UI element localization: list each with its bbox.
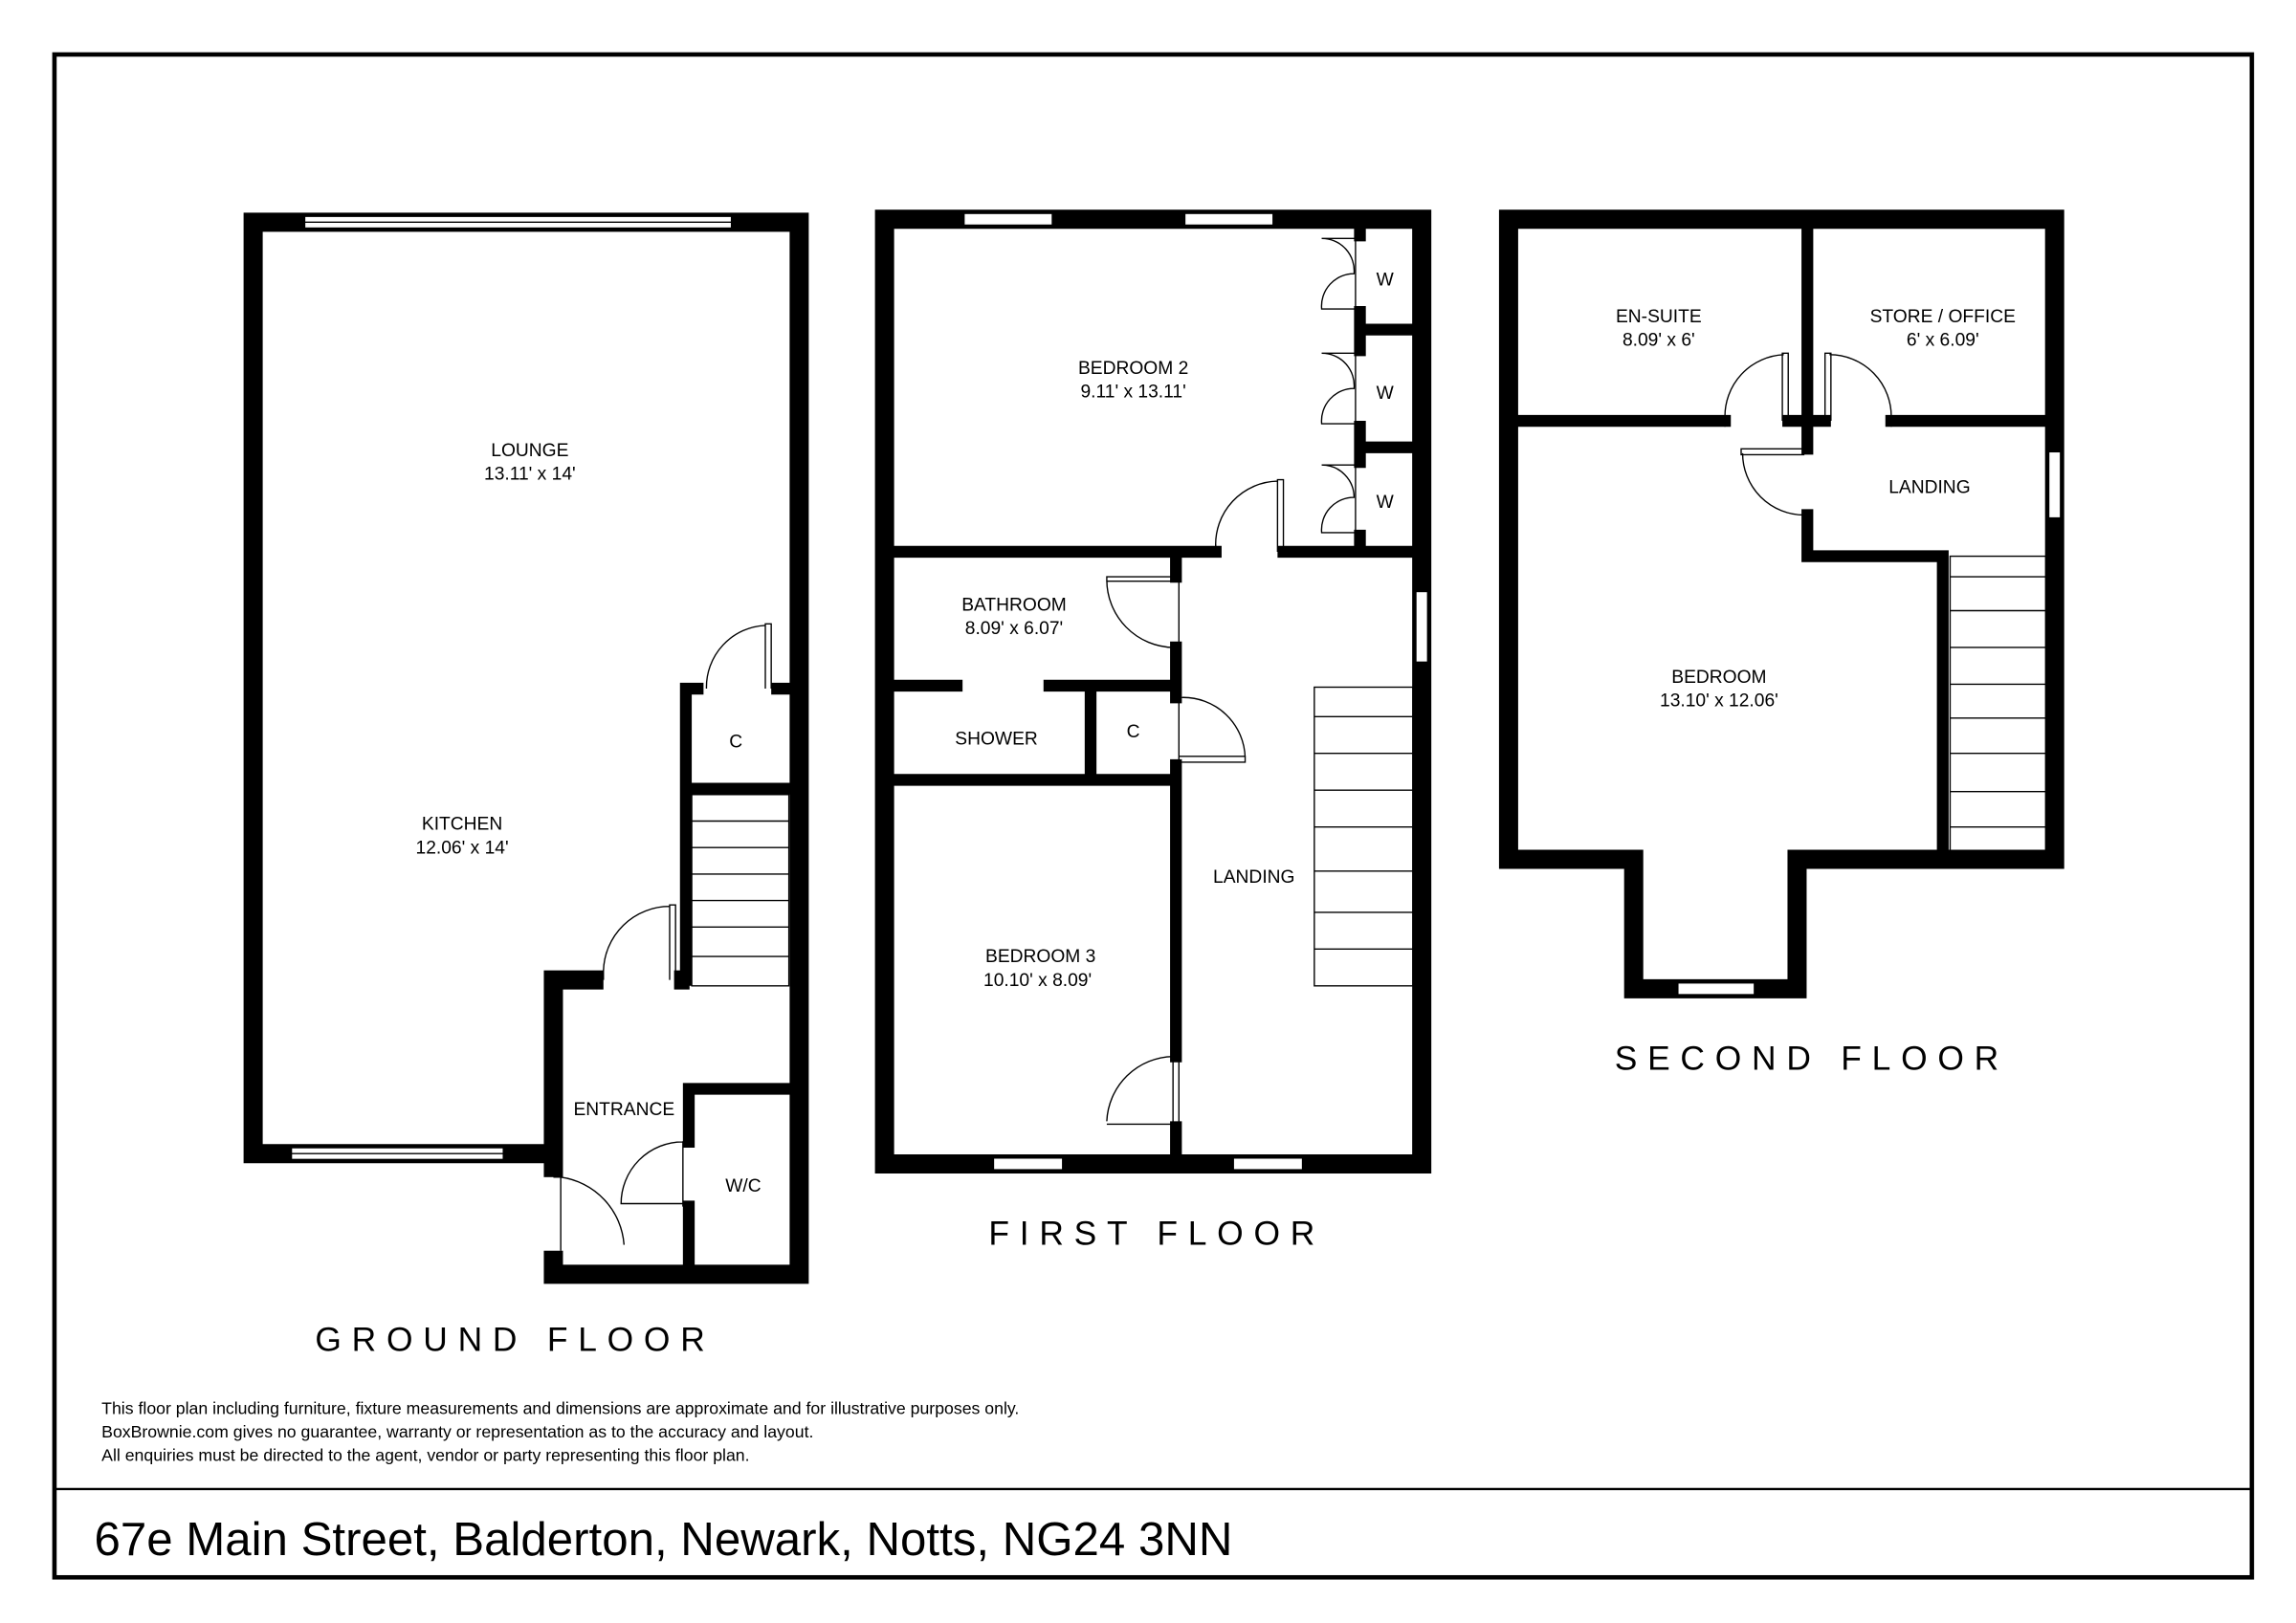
room-name-store-office: STORE / OFFICE xyxy=(1870,307,2016,327)
room-dims-lounge: 13.11' x 14' xyxy=(484,465,576,485)
room-name-wardrobe: W xyxy=(1377,384,1395,404)
room-name-shower: SHOWER xyxy=(955,729,1037,749)
door-swing xyxy=(553,1176,625,1251)
second-floor-plan: EN-SUITE 8.09' x 6' STORE / OFFICE 6' x … xyxy=(1498,209,2064,1078)
door-swing xyxy=(1179,696,1247,763)
door-swing xyxy=(620,1141,689,1207)
door-swing xyxy=(1824,352,1892,428)
disclaimer-line: BoxBrownie.com gives no guarantee, warra… xyxy=(101,1422,813,1441)
disclaimer-line: All enquiries must be directed to the ag… xyxy=(101,1446,749,1465)
wardrobe-door xyxy=(1320,237,1356,310)
door-swing xyxy=(705,623,772,690)
room-dims-bedroom-2: 9.11' x 13.11' xyxy=(1080,382,1185,402)
door-swing xyxy=(1724,352,1789,428)
floor-label-first: FIRST FLOOR xyxy=(988,1216,1325,1253)
room-name-bathroom: BATHROOM xyxy=(961,596,1067,616)
floor-label-ground: GROUND FLOOR xyxy=(315,1321,715,1358)
property-address: 67e Main Street, Balderton, Newark, Nott… xyxy=(94,1513,1232,1566)
floor-label-second: SECOND FLOOR xyxy=(1615,1041,2009,1078)
room-name-wc: W/C xyxy=(725,1176,761,1196)
wardrobe-door xyxy=(1320,352,1356,425)
room-name-wardrobe: W xyxy=(1377,271,1395,291)
room-dims-kitchen: 12.06' x 14' xyxy=(416,838,509,858)
window xyxy=(1415,590,1428,664)
room-name-landing: LANDING xyxy=(1888,477,1970,497)
room-name-bedroom-2: BEDROOM 2 xyxy=(1078,359,1188,379)
staircase xyxy=(691,794,790,987)
room-name-closet: C xyxy=(729,733,742,753)
disclaimer-line: This floor plan including furniture, fix… xyxy=(101,1399,1019,1418)
room-dims-store-office: 6' x 6.09' xyxy=(1907,331,1979,351)
room-name-wardrobe: W xyxy=(1377,493,1395,513)
door-swing xyxy=(1106,576,1174,648)
door-swing xyxy=(603,904,676,980)
window xyxy=(2047,450,2062,519)
window xyxy=(1183,212,1274,227)
room-name-entrance: ENTRANCE xyxy=(573,1100,674,1120)
window xyxy=(992,1157,1064,1171)
window xyxy=(1677,982,1755,996)
first-floor-plan: BEDROOM 2 9.11' x 13.11' BATHROOM 8.09' … xyxy=(874,209,1432,1253)
window xyxy=(1232,1157,1304,1171)
staircase xyxy=(1949,555,2047,855)
room-dims-bedroom-3: 10.10' x 8.09' xyxy=(983,971,1092,991)
ground-floor-plan: LOUNGE 13.11' x 14' KITCHEN 12.06' x 14'… xyxy=(243,212,809,1358)
window xyxy=(963,212,1053,227)
room-name-kitchen: KITCHEN xyxy=(422,815,502,835)
room-name-bedroom: BEDROOM xyxy=(1671,668,1766,688)
staircase xyxy=(1314,686,1414,987)
room-name-bedroom-3: BEDROOM 3 xyxy=(985,947,1095,967)
room-name-en-suite: EN-SUITE xyxy=(1616,307,1702,327)
door-swing xyxy=(1106,1055,1174,1126)
room-dims-en-suite: 8.09' x 6' xyxy=(1623,331,1695,351)
room-dims-bedroom: 13.10' x 12.06' xyxy=(1660,691,1778,711)
door-swing xyxy=(1740,448,1805,516)
page-frame xyxy=(52,52,2255,1580)
door-swing xyxy=(1215,478,1285,552)
wardrobe-door xyxy=(1320,464,1356,534)
room-name-closet: C xyxy=(1127,722,1140,742)
room-name-lounge: LOUNGE xyxy=(491,441,568,461)
room-dims-bathroom: 8.09' x 6.07' xyxy=(965,619,1063,639)
room-name-landing: LANDING xyxy=(1213,867,1294,888)
